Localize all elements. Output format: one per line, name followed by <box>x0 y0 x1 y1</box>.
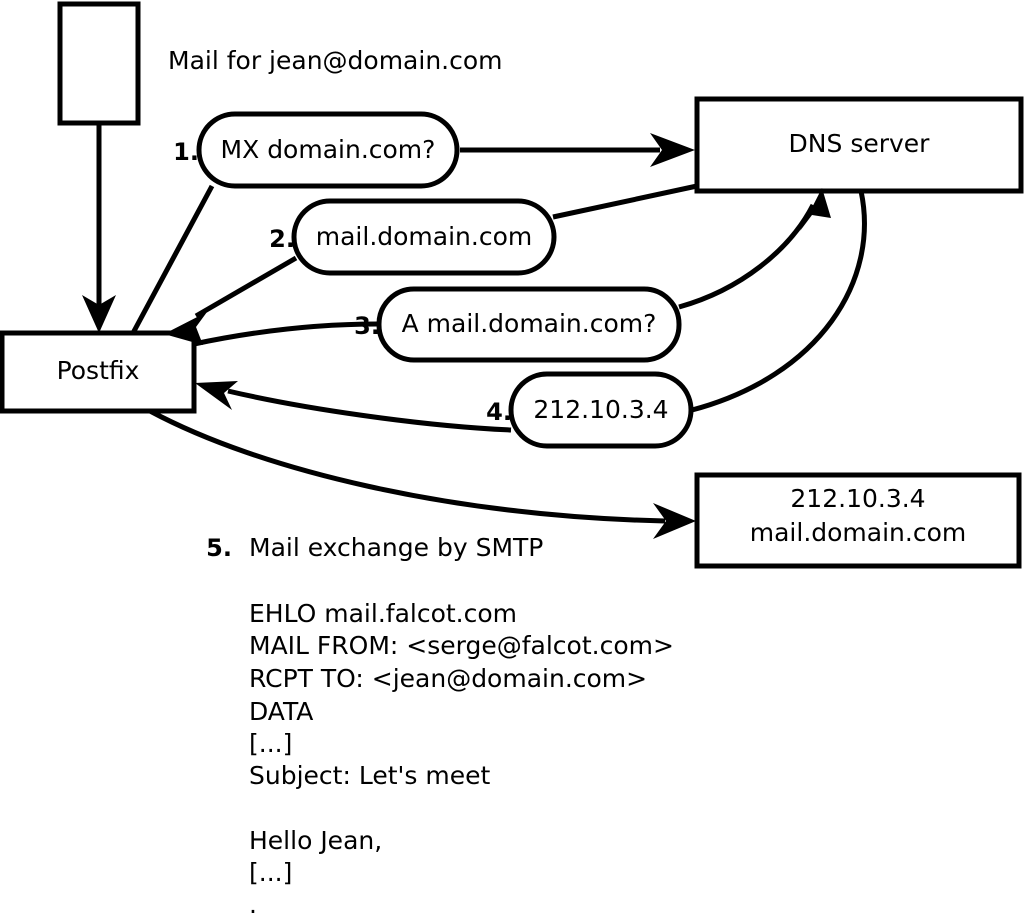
edge-step4-from-dns <box>691 190 867 413</box>
smtp-line-4: DATA <box>249 697 313 726</box>
edge-step4-to-postfix <box>227 388 512 433</box>
arrowhead-step2-to-postfix <box>164 312 207 345</box>
edge-step2-from-dns <box>552 183 698 220</box>
smtp-line-8: Hello Jean, <box>249 826 382 855</box>
arrowhead-step4-to-postfix <box>195 381 238 410</box>
smtp-line-6: Subject: Let's meet <box>249 761 490 790</box>
arrowhead-sender-to-postfix <box>82 295 116 333</box>
step-1-bubble <box>196 111 460 189</box>
postfix-label: Postfix <box>57 356 140 385</box>
smtp-line-1: EHLO mail.falcot.com <box>249 599 517 628</box>
postfix-box <box>0 330 197 414</box>
sender-box <box>57 1 141 126</box>
smtp-line-2: MAIL FROM: <serge@falcot.com> <box>249 631 674 660</box>
arrowhead-step5-to-remote <box>653 503 696 539</box>
edge-step2-to-postfix <box>194 255 298 319</box>
edge-step5-postfix-to-remote <box>148 408 666 524</box>
step-5-label: Mail exchange by SMTP <box>249 533 543 562</box>
step-4-number: 4. <box>486 398 512 426</box>
remote-server-host: mail.domain.com <box>750 518 966 547</box>
step-4-bubble <box>508 371 694 449</box>
arrowhead-step1-to-dns <box>650 133 695 167</box>
smtp-line-5: [...] <box>249 729 292 758</box>
remote-server-box <box>694 472 1022 569</box>
step-1-number: 1. <box>173 138 199 166</box>
remote-server-ip: 212.10.3.4 <box>790 484 925 513</box>
edge-step1-from-postfix <box>130 184 215 335</box>
dns-server-label: DNS server <box>789 129 931 158</box>
dns-server-box <box>694 96 1024 194</box>
step-5-number: 5. <box>206 534 232 562</box>
step-3-bubble <box>376 286 682 363</box>
incoming-mail-caption: Mail for jean@domain.com <box>168 46 503 75</box>
smtp-line-3: RCPT TO: <jean@domain.com> <box>249 664 647 693</box>
step-3-label: A mail.domain.com? <box>402 309 657 338</box>
edge-step3-to-dns <box>678 203 816 310</box>
step-3-number: 3. <box>354 312 380 340</box>
edge-step3-from-postfix <box>193 321 379 347</box>
step-2-label: mail.domain.com <box>316 222 532 251</box>
arrowhead-step3-to-dns <box>800 188 831 231</box>
smtp-line-10: . <box>249 890 257 919</box>
step-4-label: 212.10.3.4 <box>533 395 668 424</box>
step-2-number: 2. <box>269 225 295 253</box>
smtp-line-9: [...] <box>249 858 292 887</box>
step-2-bubble <box>291 198 557 276</box>
step-1-label: MX domain.com? <box>221 135 436 164</box>
